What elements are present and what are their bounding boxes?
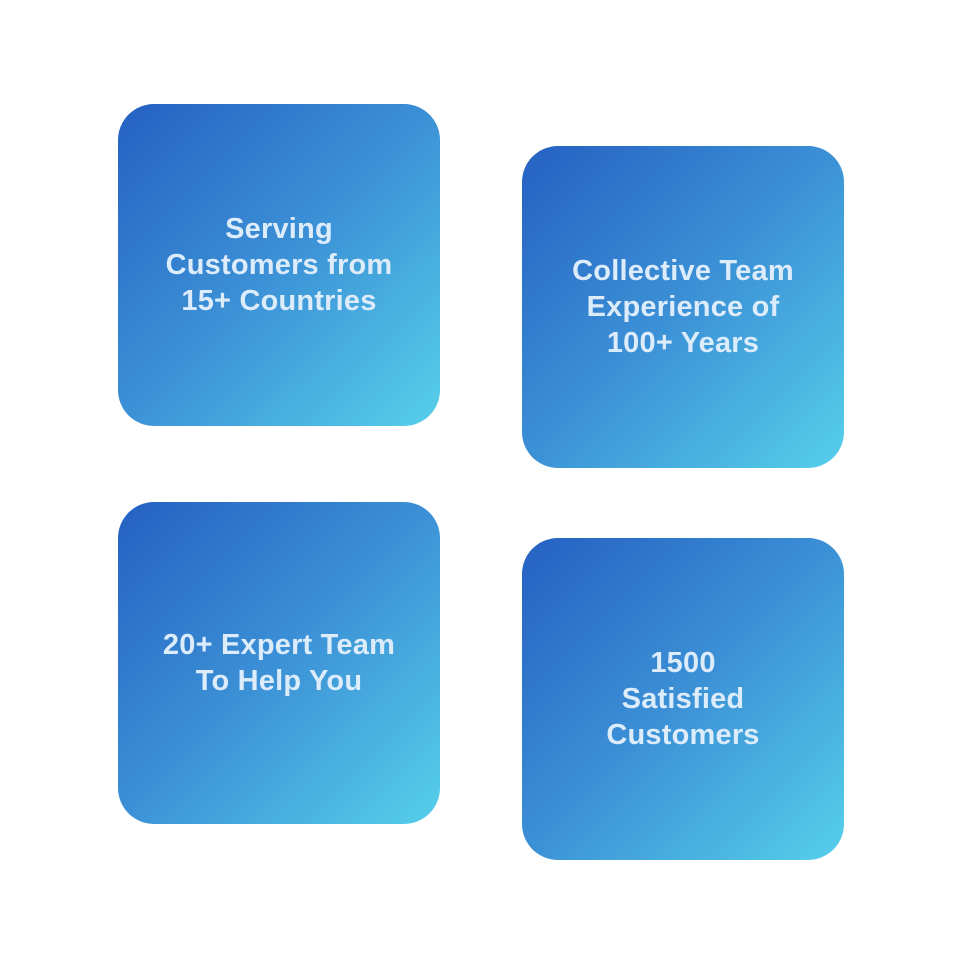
stat-card-countries: Serving Customers from 15+ Countries	[118, 104, 440, 426]
stat-card-text: 20+ Expert Team To Help You	[162, 629, 396, 697]
stat-card-customers: 1500 Satisfied Customers	[522, 538, 844, 860]
stat-card-text: Serving Customers from 15+ Countries	[165, 213, 393, 317]
stat-card-text: Collective Team Experience of 100+ Years	[572, 255, 794, 359]
stat-card-text: 1500 Satisfied Customers	[606, 647, 760, 751]
stat-card-team: 20+ Expert Team To Help You	[118, 502, 440, 824]
stat-card-experience: Collective Team Experience of 100+ Years	[522, 146, 844, 468]
